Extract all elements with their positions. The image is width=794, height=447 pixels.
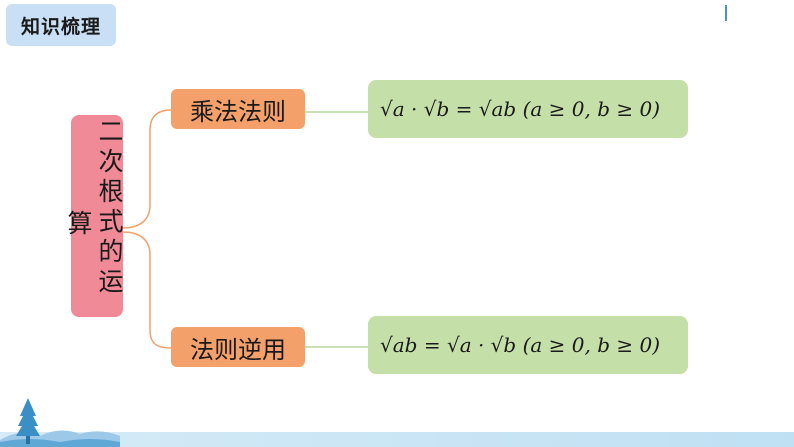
brace-connector-lower xyxy=(122,231,172,349)
branch-node-inverse-rule: 法则逆用 xyxy=(171,327,305,367)
brace-connector xyxy=(122,109,172,229)
tree-landscape-icon xyxy=(0,398,120,447)
branch-node-multiplication-rule: 乘法法则 xyxy=(171,89,305,129)
main-topic-text-tail: 算 xyxy=(67,209,93,238)
formula-box-inverse: √ab = √a · √b (a ≥ 0, b ≥ 0) xyxy=(368,316,688,374)
section-title: 知识梳理 xyxy=(6,4,116,46)
decorative-tick xyxy=(725,5,727,21)
main-topic-text: 二次根式的运 xyxy=(98,117,124,296)
footer-band xyxy=(0,432,794,447)
main-topic-node: 二次根式的运 算 xyxy=(67,115,124,317)
formula-box-multiplication: √a · √b = √ab (a ≥ 0, b ≥ 0) xyxy=(368,80,688,138)
